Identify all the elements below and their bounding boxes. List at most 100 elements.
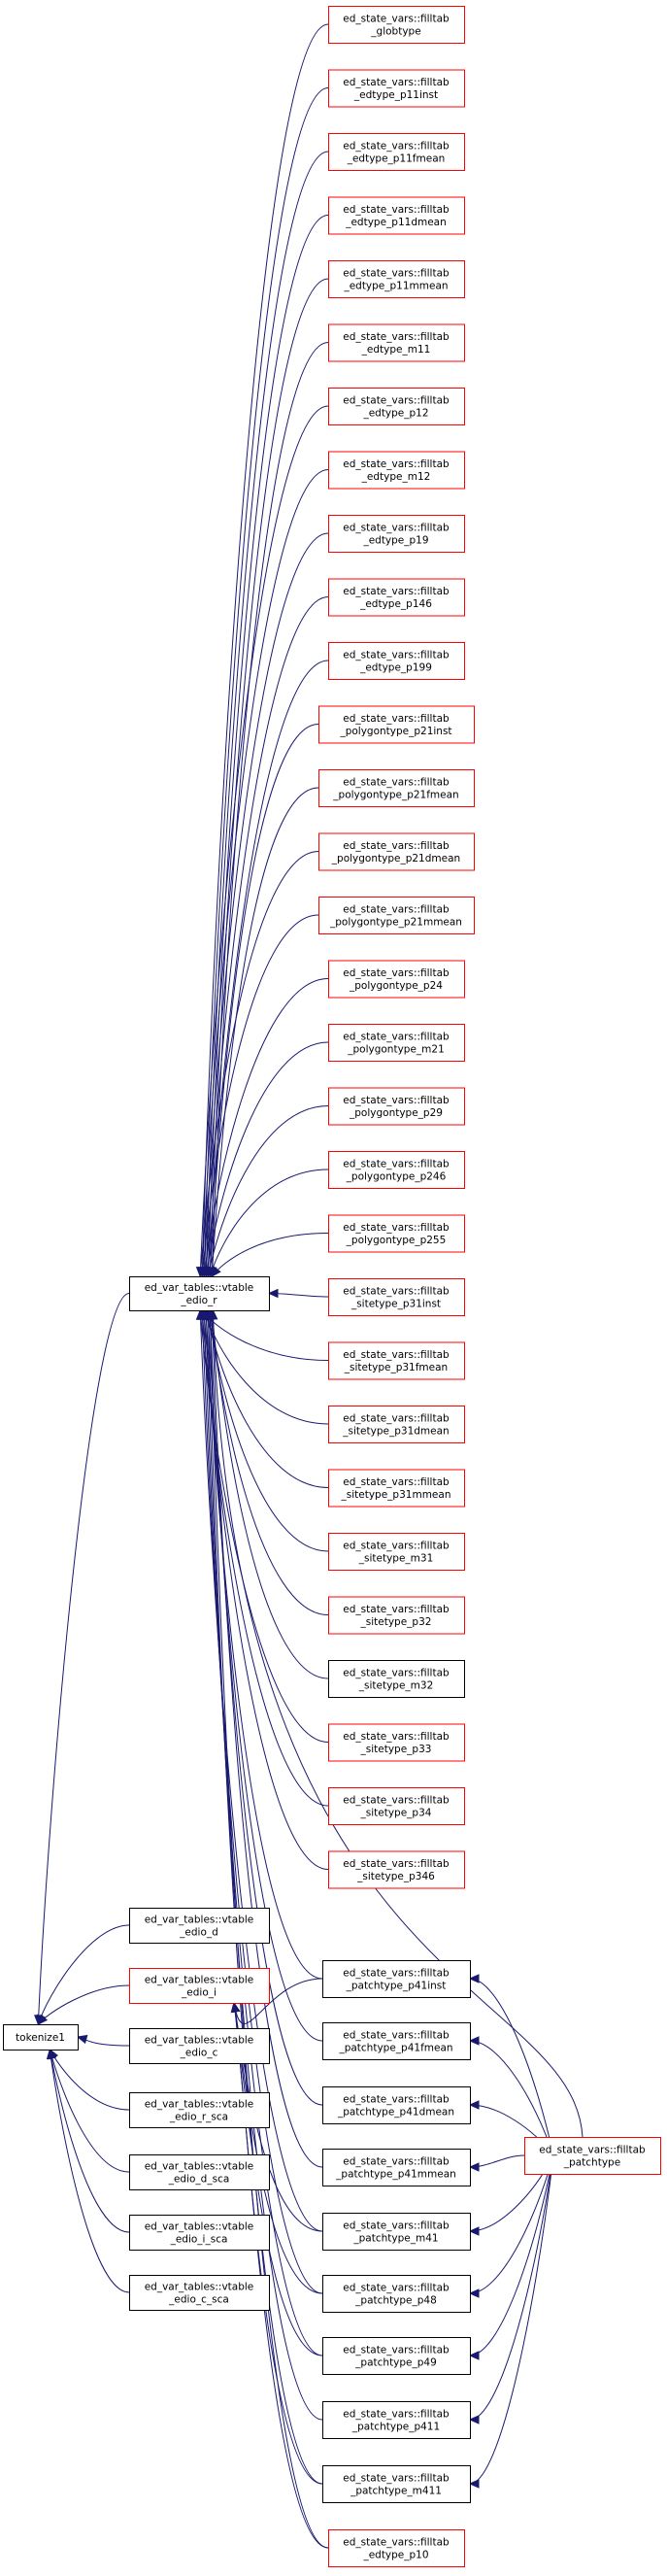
node-sitetype-p31fmean[interactable]: ed_state_vars::filltab_sitetype_p31fmean [328,1341,465,1380]
node-label-line: ed_state_vars::filltab [343,268,450,280]
node-polygontype-p24[interactable]: ed_state_vars::filltab_polygontype_p24 [328,960,465,999]
node-vtable-edio-d[interactable]: ed_var_tables::vtable_edio_d [129,1908,270,1944]
node-label-line: ed_state_vars::filltab [343,1286,450,1298]
node-edtype-p146[interactable]: ed_state_vars::filltab_edtype_p146 [328,578,465,617]
edge-sitetype_p32-to-vtable_edio_r [209,1309,329,1615]
node-vtable-edio-c[interactable]: ed_var_tables::vtable_edio_c [129,2028,270,2064]
node-label-line: ed_state_vars::filltab [343,458,450,470]
node-box [129,2275,270,2311]
node-label-line: _sitetype_p346 [356,1871,435,1882]
node-polygontype-p21fmean[interactable]: ed_state_vars::filltab_polygontype_p21fm… [318,769,475,807]
node-vtable-edio-i[interactable]: ed_var_tables::vtable_edio_i [129,1968,270,2004]
node-sitetype-p31inst[interactable]: ed_state_vars::filltab_sitetype_p31inst [328,1278,465,1316]
node-edtype-p11mmean[interactable]: ed_state_vars::filltab_edtype_p11mmean [328,260,465,298]
node-patchtype-p41inst[interactable]: ed_state_vars::filltab_patchtype_p41inst [322,1960,471,1998]
edge-patchtype-to-patchtype_p49-arrowhead [468,2351,480,2360]
node-sitetype-p33[interactable]: ed_state_vars::filltab_sitetype_p33 [328,1723,465,1762]
node-label-line: ed_state_vars::filltab [343,2030,450,2042]
node-patchtype-m41[interactable]: ed_state_vars::filltab_patchtype_m41 [322,2213,471,2251]
edge-polygontype_p21mmean-to-vtable_edio_r [201,914,319,1277]
node-edtype-m11[interactable]: ed_state_vars::filltab_edtype_m11 [328,323,465,362]
node-label-line: ed_state_vars::filltab [343,650,450,661]
node-polygontype-p21mmean[interactable]: ed_state_vars::filltab_polygontype_p21mm… [318,897,475,934]
node-label-line: _sitetype_m31 [358,1553,434,1565]
node-polygontype-p246[interactable]: ed_state_vars::filltab_polygontype_p246 [328,1151,465,1189]
node-box [129,2215,270,2251]
node-label-line: ed_state_vars::filltab [343,2220,450,2232]
node-vtable-edio-c-sca[interactable]: ed_var_tables::vtable_edio_c_sca [129,2275,270,2311]
edge-patchtype_p41inst-to-vtable_edio_i [233,1978,323,2024]
node-label-line: ed_state_vars::filltab [343,2473,450,2485]
node-label-line: ed_state_vars::filltab [343,523,450,534]
node-patchtype-p41dmean[interactable]: ed_state_vars::filltab_patchtype_p41dmea… [322,2086,471,2124]
edge-globtype-to-vtable_edio_r [201,23,329,1277]
node-polygontype-p21dmean[interactable]: ed_state_vars::filltab_polygontype_p21dm… [318,832,475,871]
node-label-line: _edtype_p11inst [353,89,438,101]
edge-polygontype_p21dmean-to-vtable_edio_r [199,851,319,1277]
node-label-line: ed_state_vars::filltab [343,14,450,25]
node-label-line: _edtype_p199 [359,662,432,674]
node-label-line: ed_state_vars::filltab [539,2145,646,2156]
node-label-line: ed_state_vars::filltab [343,77,450,88]
node-label-line: _patchtype_m41 [352,2233,438,2245]
node-sitetype-p32[interactable]: ed_state_vars::filltab_sitetype_p32 [328,1596,465,1635]
node-polygontype-p21inst[interactable]: ed_state_vars::filltab_polygontype_p21in… [318,705,475,744]
edge-sitetype_p33-to-vtable_edio_r [199,1309,329,1743]
node-edtype-p12[interactable]: ed_state_vars::filltab_edtype_p12 [328,388,465,425]
node-polygontype-p255[interactable]: ed_state_vars::filltab_polygontype_p255 [328,1214,465,1253]
node-globtype[interactable]: ed_state_vars::filltab_globtype [328,6,465,44]
node-vtable-edio-r[interactable]: ed_var_tables::vtable_edio_r [129,1276,270,1311]
node-label-line: _edio_d [179,1927,218,1939]
node-edtype-p10[interactable]: ed_state_vars::filltab_edtype_p10 [328,2529,465,2567]
node-label-line: _edio_c [180,2048,218,2059]
edge-polygontype_p255-to-vtable_edio_r-arrowhead [211,1266,221,1277]
edge-sitetype_m32-to-vtable_edio_r [211,1309,329,1679]
node-polygontype-m21[interactable]: ed_state_vars::filltab_polygontype_m21 [328,1024,465,1062]
node-box [328,578,465,617]
node-patchtype-p41mmean[interactable]: ed_state_vars::filltab_patchtype_p41mmea… [322,2149,471,2186]
node-box [322,2465,471,2503]
node-box [3,2024,79,2051]
node-label-line: ed_state_vars::filltab [343,2283,450,2294]
edge-patchtype-to-patchtype_m411-arrowhead [468,2479,480,2489]
node-sitetype-m32[interactable]: ed_state_vars::filltab_sitetype_m32 [328,1660,465,1698]
node-label-line: _patchtype_p41inst [346,1981,447,1992]
node-label-line: _polygontype_p246 [346,1171,447,1183]
node-edtype-m12[interactable]: ed_state_vars::filltab_edtype_m12 [328,451,465,490]
node-edtype-p11dmean[interactable]: ed_state_vars::filltab_edtype_p11dmean [328,196,465,235]
node-patchtype[interactable]: ed_state_vars::filltab_patchtype [524,2137,661,2175]
node-vtable-edio-d-sca[interactable]: ed_var_tables::vtable_edio_d_sca [129,2154,270,2190]
node-patchtype-p49[interactable]: ed_state_vars::filltab_patchtype_p49 [322,2337,471,2375]
node-vtable-edio-i-sca[interactable]: ed_var_tables::vtable_edio_i_sca [129,2215,270,2251]
node-box [322,2022,471,2060]
node-polygontype-p29[interactable]: ed_state_vars::filltab_polygontype_p29 [328,1087,465,1126]
node-sitetype-p34[interactable]: ed_state_vars::filltab_sitetype_p34 [328,1787,465,1825]
node-sitetype-p31dmean[interactable]: ed_state_vars::filltab_sitetype_p31dmean [328,1406,465,1443]
node-patchtype-m411[interactable]: ed_state_vars::filltab_patchtype_m411 [322,2465,471,2503]
node-label-line: ed_var_tables::vtable [145,2161,254,2173]
node-box [129,2154,270,2190]
node-edtype-p19[interactable]: ed_state_vars::filltab_edtype_p19 [328,515,465,553]
node-edtype-p11fmean[interactable]: ed_state_vars::filltab_edtype_p11fmean [328,133,465,171]
edge-patchtype_p49-to-vtable_edio_r [203,1309,323,2356]
node-label-line: _edio_i_sca [170,2234,228,2246]
node-label-line: _patchtype_p411 [351,2422,440,2433]
node-vtable-edio-r-sca[interactable]: ed_var_tables::vtable_edio_r_sca [129,2092,270,2128]
node-edtype-p11inst[interactable]: ed_state_vars::filltab_edtype_p11inst [328,69,465,108]
node-label-line: _polygontype_p21dmean [331,853,460,864]
node-edtype-p199[interactable]: ed_state_vars::filltab_edtype_p199 [328,642,465,680]
edge-patchtype-to-patchtype_p411-arrowhead [468,2415,480,2424]
edge-patchtype-to-patchtype_m411 [469,2154,554,2485]
node-label-line: _edtype_m11 [361,344,431,356]
node-sitetype-p31mmean[interactable]: ed_state_vars::filltab_sitetype_p31mmean [328,1469,465,1508]
node-label-line: _sitetype_p33 [360,1744,432,1755]
edge-patchtype-to-vtable_edio_r [212,1309,584,2138]
node-patchtype-p41fmean[interactable]: ed_state_vars::filltab_patchtype_p41fmea… [322,2022,471,2060]
node-box [328,515,465,553]
node-patchtype-p411[interactable]: ed_state_vars::filltab_patchtype_p411 [322,2401,471,2439]
node-patchtype-p48[interactable]: ed_state_vars::filltab_patchtype_p48 [322,2275,471,2313]
node-sitetype-p346[interactable]: ed_state_vars::filltab_sitetype_p346 [328,1850,465,1889]
node-sitetype-m31[interactable]: ed_state_vars::filltab_sitetype_m31 [328,1533,465,1571]
node-label-line: _patchtype_m411 [350,2486,442,2497]
edge-sitetype_m31-to-vtable_edio_r [207,1309,329,1552]
